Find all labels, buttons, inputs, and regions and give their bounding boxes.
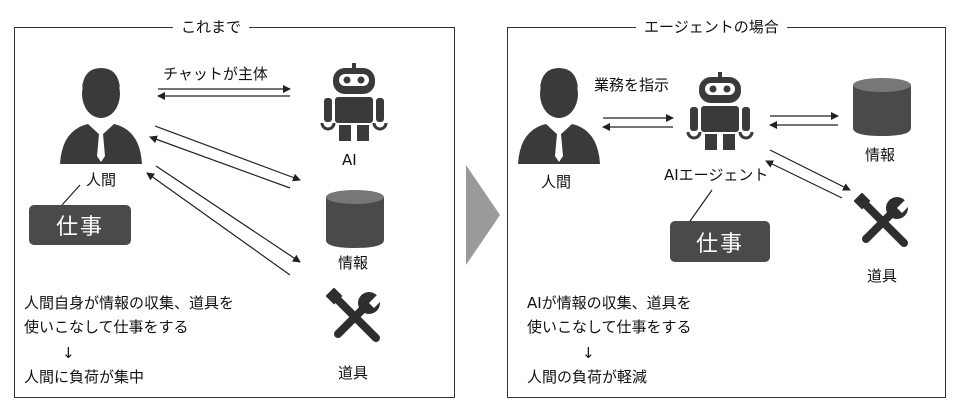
job-connector-line bbox=[687, 189, 713, 225]
info-label: 情報 bbox=[865, 146, 896, 164]
panel-before: これまで bbox=[14, 17, 455, 398]
arrow-info-to-human bbox=[149, 135, 291, 189]
tools-label: 道具 bbox=[867, 267, 898, 285]
job-connector-line bbox=[61, 184, 81, 206]
database-icon bbox=[326, 190, 384, 248]
chat-label: チャットが主体 bbox=[163, 65, 268, 83]
arrow-tools-to-human bbox=[146, 172, 291, 276]
arrow-agent-to-tools bbox=[769, 149, 851, 191]
human-label: 人間 bbox=[86, 171, 117, 189]
tools-icon bbox=[326, 288, 384, 342]
arrow-tools-to-agent bbox=[765, 160, 843, 199]
description-line-2: 使いこなして仕事をする bbox=[24, 318, 189, 336]
human-icon bbox=[60, 68, 142, 164]
result-text: 人間の負荷が軽減 bbox=[527, 368, 648, 386]
next-chevron-icon bbox=[466, 165, 500, 265]
tools-label: 道具 bbox=[338, 364, 369, 382]
human-icon bbox=[518, 68, 600, 164]
panel-title-before: これまで bbox=[173, 17, 250, 37]
down-arrow-icon: ↓ bbox=[582, 344, 595, 362]
result-text: 人間に負荷が集中 bbox=[24, 368, 145, 386]
job-box: 仕事 bbox=[29, 205, 131, 245]
panel-title-agent: エージェントの場合 bbox=[636, 17, 787, 37]
human-label: 人間 bbox=[541, 173, 572, 191]
instruct-label: 業務を指示 bbox=[594, 76, 670, 94]
down-arrow-icon: ↓ bbox=[62, 344, 75, 362]
arrow-human-to-tools bbox=[155, 165, 301, 263]
robot-icon bbox=[320, 63, 388, 141]
arrow-human-to-info bbox=[154, 125, 301, 182]
description-line-2: 使いこなして仕事をする bbox=[527, 318, 692, 336]
description-line-1: 人間自身が情報の収集、道具を bbox=[24, 294, 235, 312]
panel-agent: エージェントの場合 bbox=[507, 17, 946, 398]
ai-agent-label: AIエージェント bbox=[664, 166, 769, 184]
job-box: 仕事 bbox=[670, 221, 770, 262]
ai-agent-robot-icon bbox=[686, 72, 754, 150]
tools-icon bbox=[854, 193, 912, 247]
database-icon bbox=[853, 78, 911, 136]
info-label: 情報 bbox=[338, 254, 369, 272]
ai-label: AI bbox=[342, 151, 357, 169]
description-line-1: AIが情報の収集、道具を bbox=[527, 294, 692, 312]
